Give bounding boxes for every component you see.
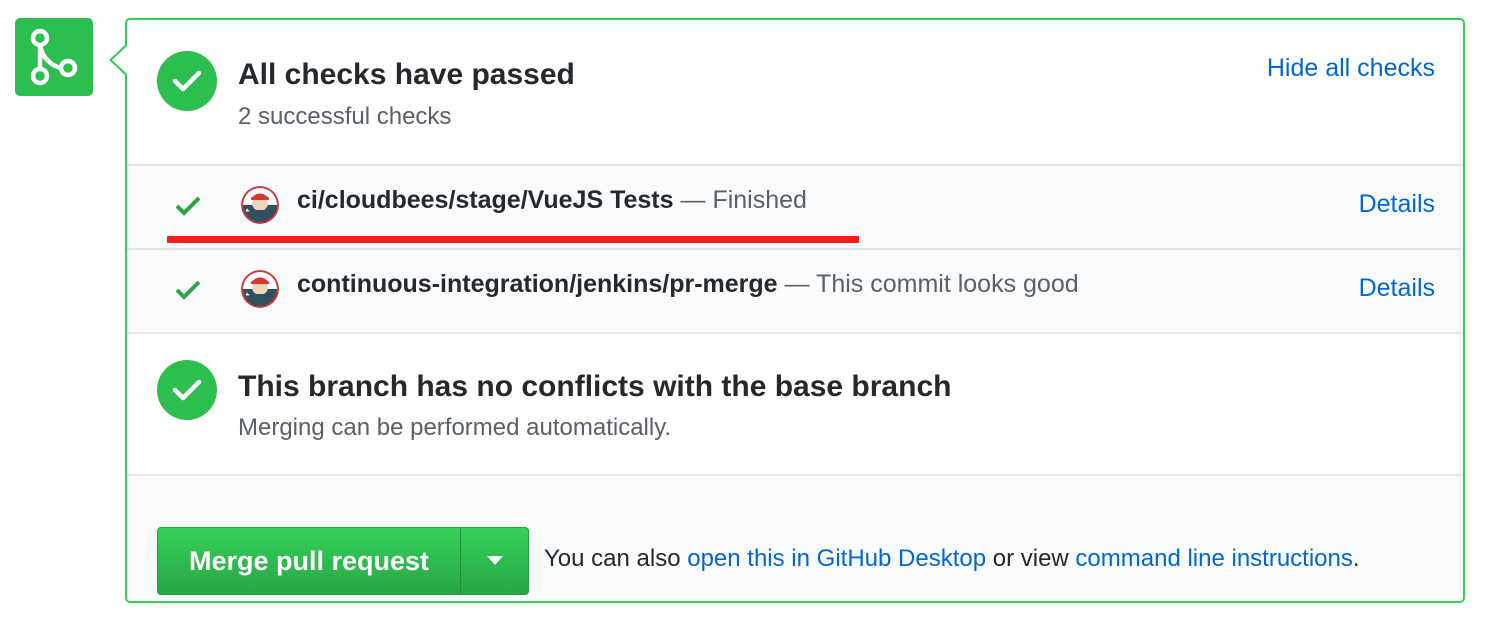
jenkins-avatar-icon <box>241 186 279 224</box>
conflicts-subtitle: Merging can be performed automatically. <box>238 414 672 441</box>
command-line-instructions-link[interactable]: command line instructions <box>1075 545 1353 572</box>
details-link[interactable]: Details <box>1358 190 1435 218</box>
open-github-desktop-link[interactable]: open this in GitHub Desktop <box>687 545 987 572</box>
merge-actions: Merge pull request You can also open thi… <box>127 474 1463 601</box>
checks-title: All checks have passed <box>238 58 575 91</box>
triangle-down-icon <box>486 556 503 565</box>
git-merge-icon <box>30 28 78 86</box>
merge-button-group: Merge pull request <box>157 527 529 595</box>
check-description: This commit looks good <box>816 270 1079 298</box>
checks-passed-icon <box>157 51 217 111</box>
no-conflicts-icon <box>157 360 217 420</box>
merge-options-dropdown-button[interactable] <box>461 528 528 594</box>
details-link[interactable]: Details <box>1358 274 1435 302</box>
panel-caret-fill <box>112 46 127 74</box>
check-icon <box>175 196 201 216</box>
merge-hint-text: You can also open this in GitHub Desktop… <box>544 545 1360 572</box>
merge-status-badge <box>15 18 93 96</box>
conflicts-title: This branch has no conflicts with the ba… <box>238 370 952 403</box>
check-icon <box>175 280 201 300</box>
merge-pull-request-button[interactable]: Merge pull request <box>158 528 461 594</box>
checks-summary: All checks have passed 2 successful chec… <box>127 20 1463 164</box>
check-name: ci/cloudbees/stage/VueJS Tests <box>297 186 674 214</box>
conflicts-summary: This branch has no conflicts with the ba… <box>127 332 1463 476</box>
checks-subtitle: 2 successful checks <box>238 103 452 130</box>
jenkins-avatar-icon <box>241 270 279 308</box>
merge-status-panel: All checks have passed 2 successful chec… <box>125 18 1465 603</box>
check-description: Finished <box>712 186 807 214</box>
check-name: continuous-integration/jenkins/pr-merge <box>297 270 778 298</box>
hide-all-checks-link[interactable]: Hide all checks <box>1266 54 1435 82</box>
status-check-row: continuous-integration/jenkins/pr-merge … <box>127 248 1463 332</box>
status-check-row: ci/cloudbees/stage/VueJS Tests — Finishe… <box>127 164 1463 248</box>
highlight-underline <box>167 236 859 243</box>
